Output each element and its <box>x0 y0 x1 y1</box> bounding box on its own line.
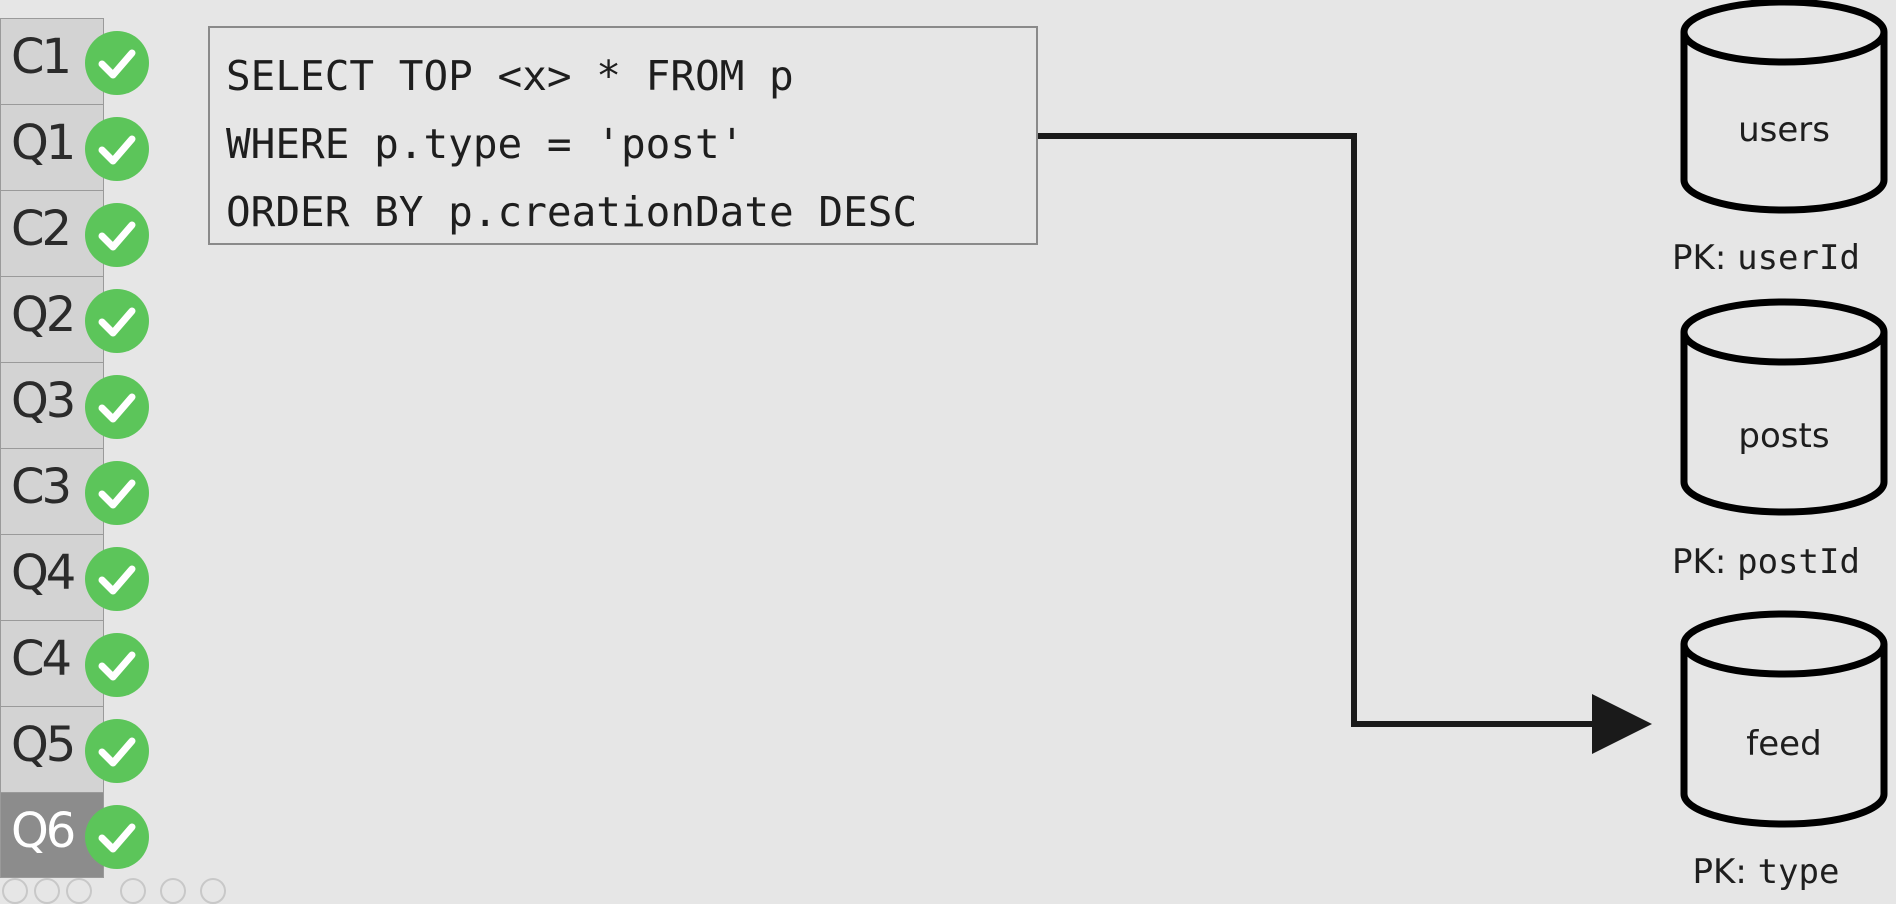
database-cylinder-posts[interactable] <box>1680 298 1888 516</box>
nav-item-c4[interactable]: C4 <box>0 620 149 706</box>
nav-item-label: C2 <box>11 201 72 257</box>
check-circle-icon <box>85 289 149 353</box>
pk-prefix: PK: <box>1672 542 1738 582</box>
nav-item-q2[interactable]: Q2 <box>0 276 149 362</box>
nav-item-q3[interactable]: Q3 <box>0 362 149 448</box>
partition-key-users: PK: userId <box>1636 238 1896 278</box>
nav-item-label: C3 <box>11 459 72 515</box>
pen-icon[interactable] <box>66 878 92 904</box>
nav-item-q1[interactable]: Q1 <box>0 104 149 190</box>
nav-item-label: Q4 <box>11 545 76 601</box>
check-circle-icon <box>85 719 149 783</box>
next-icon[interactable] <box>34 878 60 904</box>
more-options-icon[interactable] <box>200 878 226 904</box>
query-line: WHERE p.type = 'post' <box>226 120 745 168</box>
pk-key: postId <box>1737 542 1860 582</box>
query-box: SELECT TOP <x> * FROM p WHERE p.type = '… <box>208 26 1038 245</box>
partition-key-feed: PK: type <box>1636 852 1896 892</box>
previous-icon[interactable] <box>2 878 28 904</box>
sidebar-nav: C1 Q1 C2 Q2 Q3 C3 Q4 <box>0 18 149 878</box>
connector-arrow <box>1038 133 1652 754</box>
nav-item-label: Q6 <box>11 803 76 859</box>
nav-item-q4[interactable]: Q4 <box>0 534 149 620</box>
slides-icon[interactable] <box>120 878 146 904</box>
nav-item-q5[interactable]: Q5 <box>0 706 149 792</box>
container-name-users: users <box>1738 110 1830 150</box>
pk-prefix: PK: <box>1692 852 1758 892</box>
nav-item-c3[interactable]: C3 <box>0 448 149 534</box>
nav-item-label: Q1 <box>11 115 76 171</box>
nav-item-q6[interactable]: Q6 <box>0 792 149 878</box>
pk-key: type <box>1757 852 1840 892</box>
check-circle-icon <box>85 375 149 439</box>
container-name-posts: posts <box>1738 416 1830 456</box>
nav-item-label: C1 <box>11 29 72 85</box>
query-line: ORDER BY p.creationDate DESC <box>226 188 918 236</box>
database-cylinder-feed[interactable] <box>1680 610 1888 828</box>
check-circle-icon <box>85 31 149 95</box>
nav-item-label: C4 <box>11 631 72 687</box>
check-circle-icon <box>85 805 149 869</box>
check-circle-icon <box>85 117 149 181</box>
nav-item-label: Q2 <box>11 287 76 343</box>
nav-item-label: Q3 <box>11 373 76 429</box>
pk-prefix: PK: <box>1672 238 1738 278</box>
pk-key: userId <box>1737 238 1860 278</box>
partition-key-posts: PK: postId <box>1636 542 1896 582</box>
check-circle-icon <box>85 547 149 611</box>
nav-item-c1[interactable]: C1 <box>0 18 149 104</box>
container-name-feed: feed <box>1746 724 1822 764</box>
zoom-icon[interactable] <box>160 878 186 904</box>
nav-item-label: Q5 <box>11 717 76 773</box>
database-cylinder-users[interactable] <box>1680 0 1888 214</box>
check-circle-icon <box>85 633 149 697</box>
nav-item-c2[interactable]: C2 <box>0 190 149 276</box>
check-circle-icon <box>85 203 149 267</box>
query-line: SELECT TOP <x> * FROM p <box>226 52 794 100</box>
check-circle-icon <box>85 461 149 525</box>
slideshow-controls <box>0 878 240 904</box>
